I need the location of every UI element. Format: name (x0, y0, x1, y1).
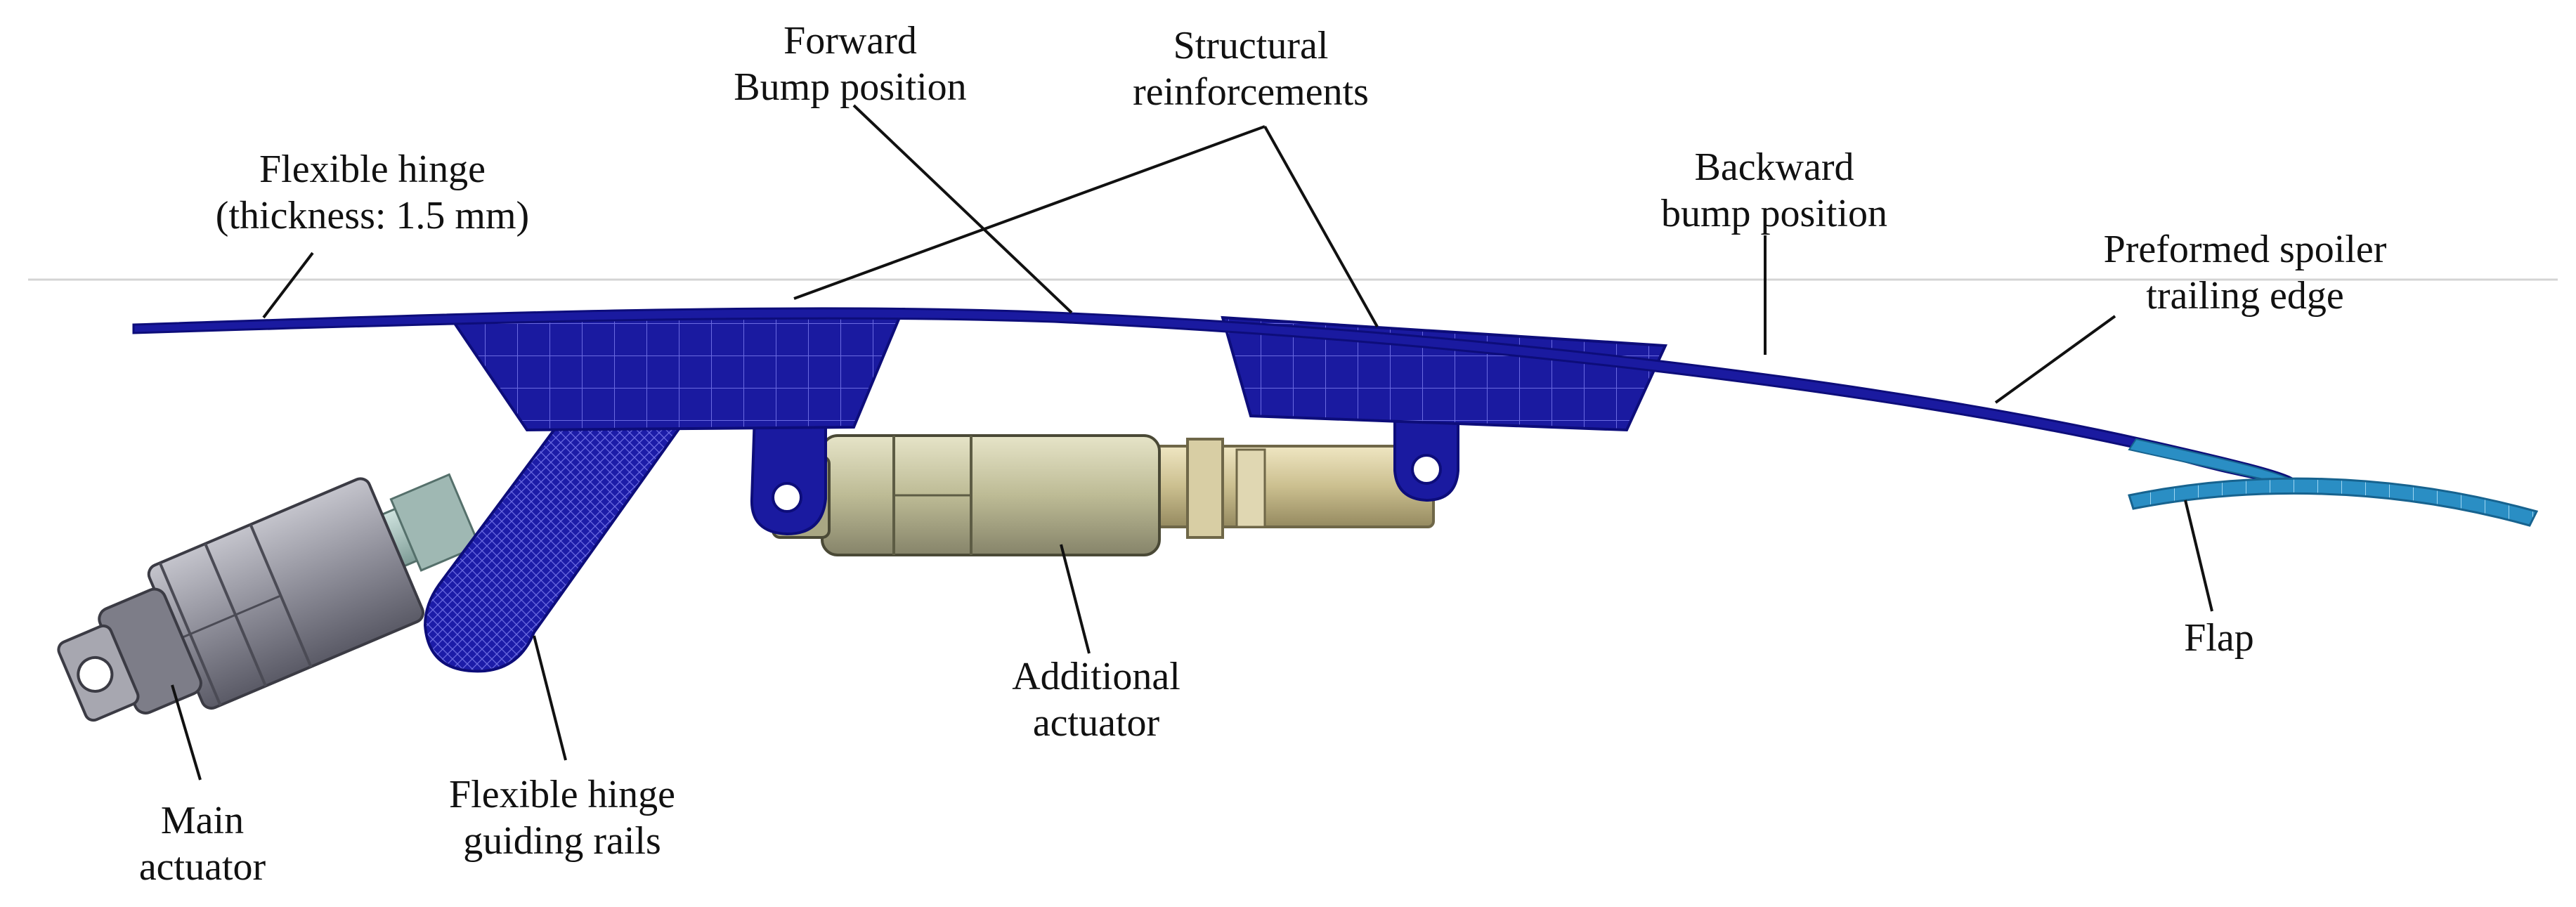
label-guiding-rails-line2: guiding rails (463, 819, 661, 863)
label-forward-bump-line2: Bump position (734, 65, 967, 109)
label-backward-bump: Backward bump position (1661, 144, 1887, 237)
label-flexible-hinge: Flexible hinge (thickness: 1.5 mm) (216, 146, 529, 239)
label-structural-reinforcements: Structural reinforcements (1133, 22, 1369, 115)
label-flexible-hinge-line1: Flexible hinge (259, 148, 486, 191)
leader-guiding-rails (533, 635, 567, 761)
label-backward-bump-line2: bump position (1660, 192, 1888, 235)
label-backward-bump-line1: Backward (1694, 145, 1854, 189)
label-preformed-spoiler-line2: trailing edge (2146, 274, 2344, 318)
label-structural-reinforcements-line2: reinforcements (1133, 70, 1369, 114)
leader-flap (2184, 500, 2213, 612)
label-additional-actuator-line2: actuator (1032, 701, 1160, 745)
main-actuator (57, 473, 481, 722)
leader-additional-actuator (1060, 544, 1091, 654)
label-additional-actuator-line1: Additional (1012, 655, 1180, 698)
label-preformed-spoiler: Preformed spoiler trailing edge (2104, 226, 2387, 319)
leader-main-actuator (171, 684, 202, 781)
leader-forward-bump (852, 104, 1073, 314)
label-structural-reinforcements-line1: Structural (1173, 24, 1329, 67)
guiding-rails (423, 419, 688, 673)
label-main-actuator: Main actuator (139, 797, 266, 890)
leader-reinforcement-rear (1263, 126, 1379, 327)
rear-bracket (1393, 399, 1459, 502)
label-forward-bump: Forward Bump position (734, 18, 966, 110)
leader-lines (171, 104, 2213, 781)
additional-actuator (772, 434, 1435, 556)
label-guiding-rails: Flexible hinge guiding rails (449, 771, 675, 864)
rear-reinforcement (1221, 315, 1668, 432)
leader-flexible-hinge (262, 252, 314, 319)
label-additional-actuator: Additional actuator (1012, 653, 1180, 746)
label-forward-bump-line1: Forward (783, 19, 917, 63)
front-reinforcement (447, 307, 906, 432)
label-guiding-rails-line1: Flexible hinge (449, 773, 675, 816)
spoiler-trailing-edge (2128, 438, 2289, 485)
label-main-actuator-line1: Main (160, 799, 245, 842)
label-flap-line1: Flap (2184, 616, 2254, 660)
leader-reinforcement-front (793, 125, 1266, 300)
label-flexible-hinge-line2: (thickness: 1.5 mm) (215, 194, 530, 237)
leader-preformed-spoiler (1994, 315, 2116, 404)
label-main-actuator-line2: actuator (138, 845, 266, 889)
flap (2128, 477, 2539, 527)
label-preformed-spoiler-line1: Preformed spoiler (2103, 228, 2387, 271)
label-flap: Flap (2184, 615, 2254, 661)
